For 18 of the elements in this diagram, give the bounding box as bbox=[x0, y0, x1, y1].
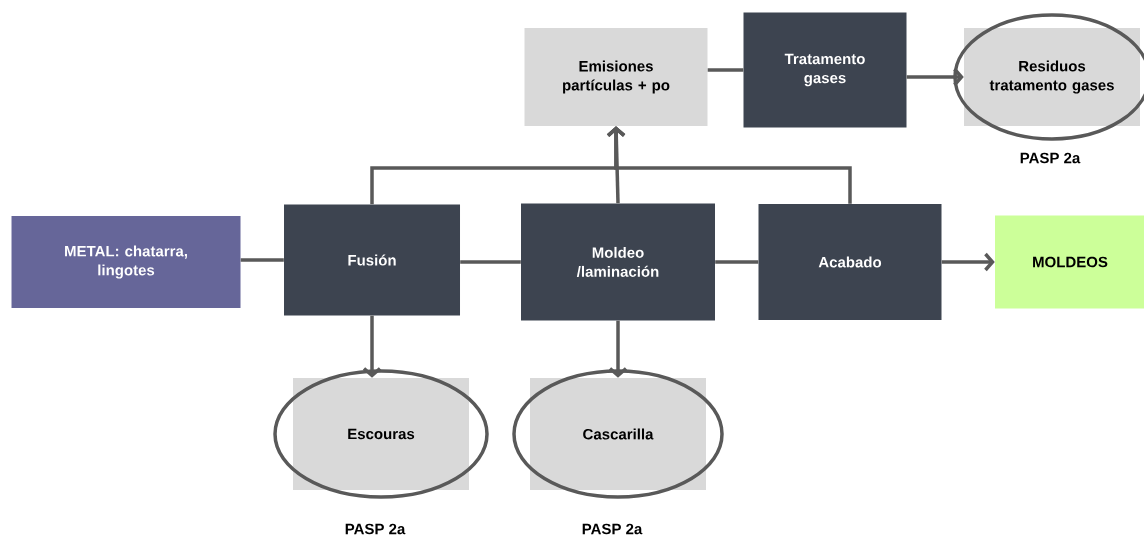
node-label: PASP 2a bbox=[1020, 152, 1081, 164]
process-box: Emisiones partículas + po bbox=[524, 28, 708, 126]
residue-oval: Residuos tratamento gases bbox=[953, 13, 1144, 141]
arrow bbox=[608, 320, 628, 378]
process-box: Acabado bbox=[758, 204, 942, 320]
arrow bbox=[606, 126, 852, 204]
node-label: PASP 2a bbox=[345, 523, 406, 535]
arrow bbox=[906, 67, 964, 87]
residue-oval: Escouras bbox=[273, 369, 489, 499]
process-box: MOLDEOS bbox=[995, 215, 1144, 309]
residue-oval: Cascarilla bbox=[512, 369, 724, 499]
process-box: Moldeo /laminación bbox=[521, 203, 715, 321]
process-box: Tratamento gases bbox=[743, 12, 907, 128]
arrow bbox=[941, 252, 995, 272]
node-label: PASP 2a bbox=[582, 523, 643, 535]
process-box: Fusión bbox=[284, 204, 460, 316]
process-box: METAL: chatarra, lingotes bbox=[11, 216, 241, 308]
arrow bbox=[362, 315, 382, 378]
